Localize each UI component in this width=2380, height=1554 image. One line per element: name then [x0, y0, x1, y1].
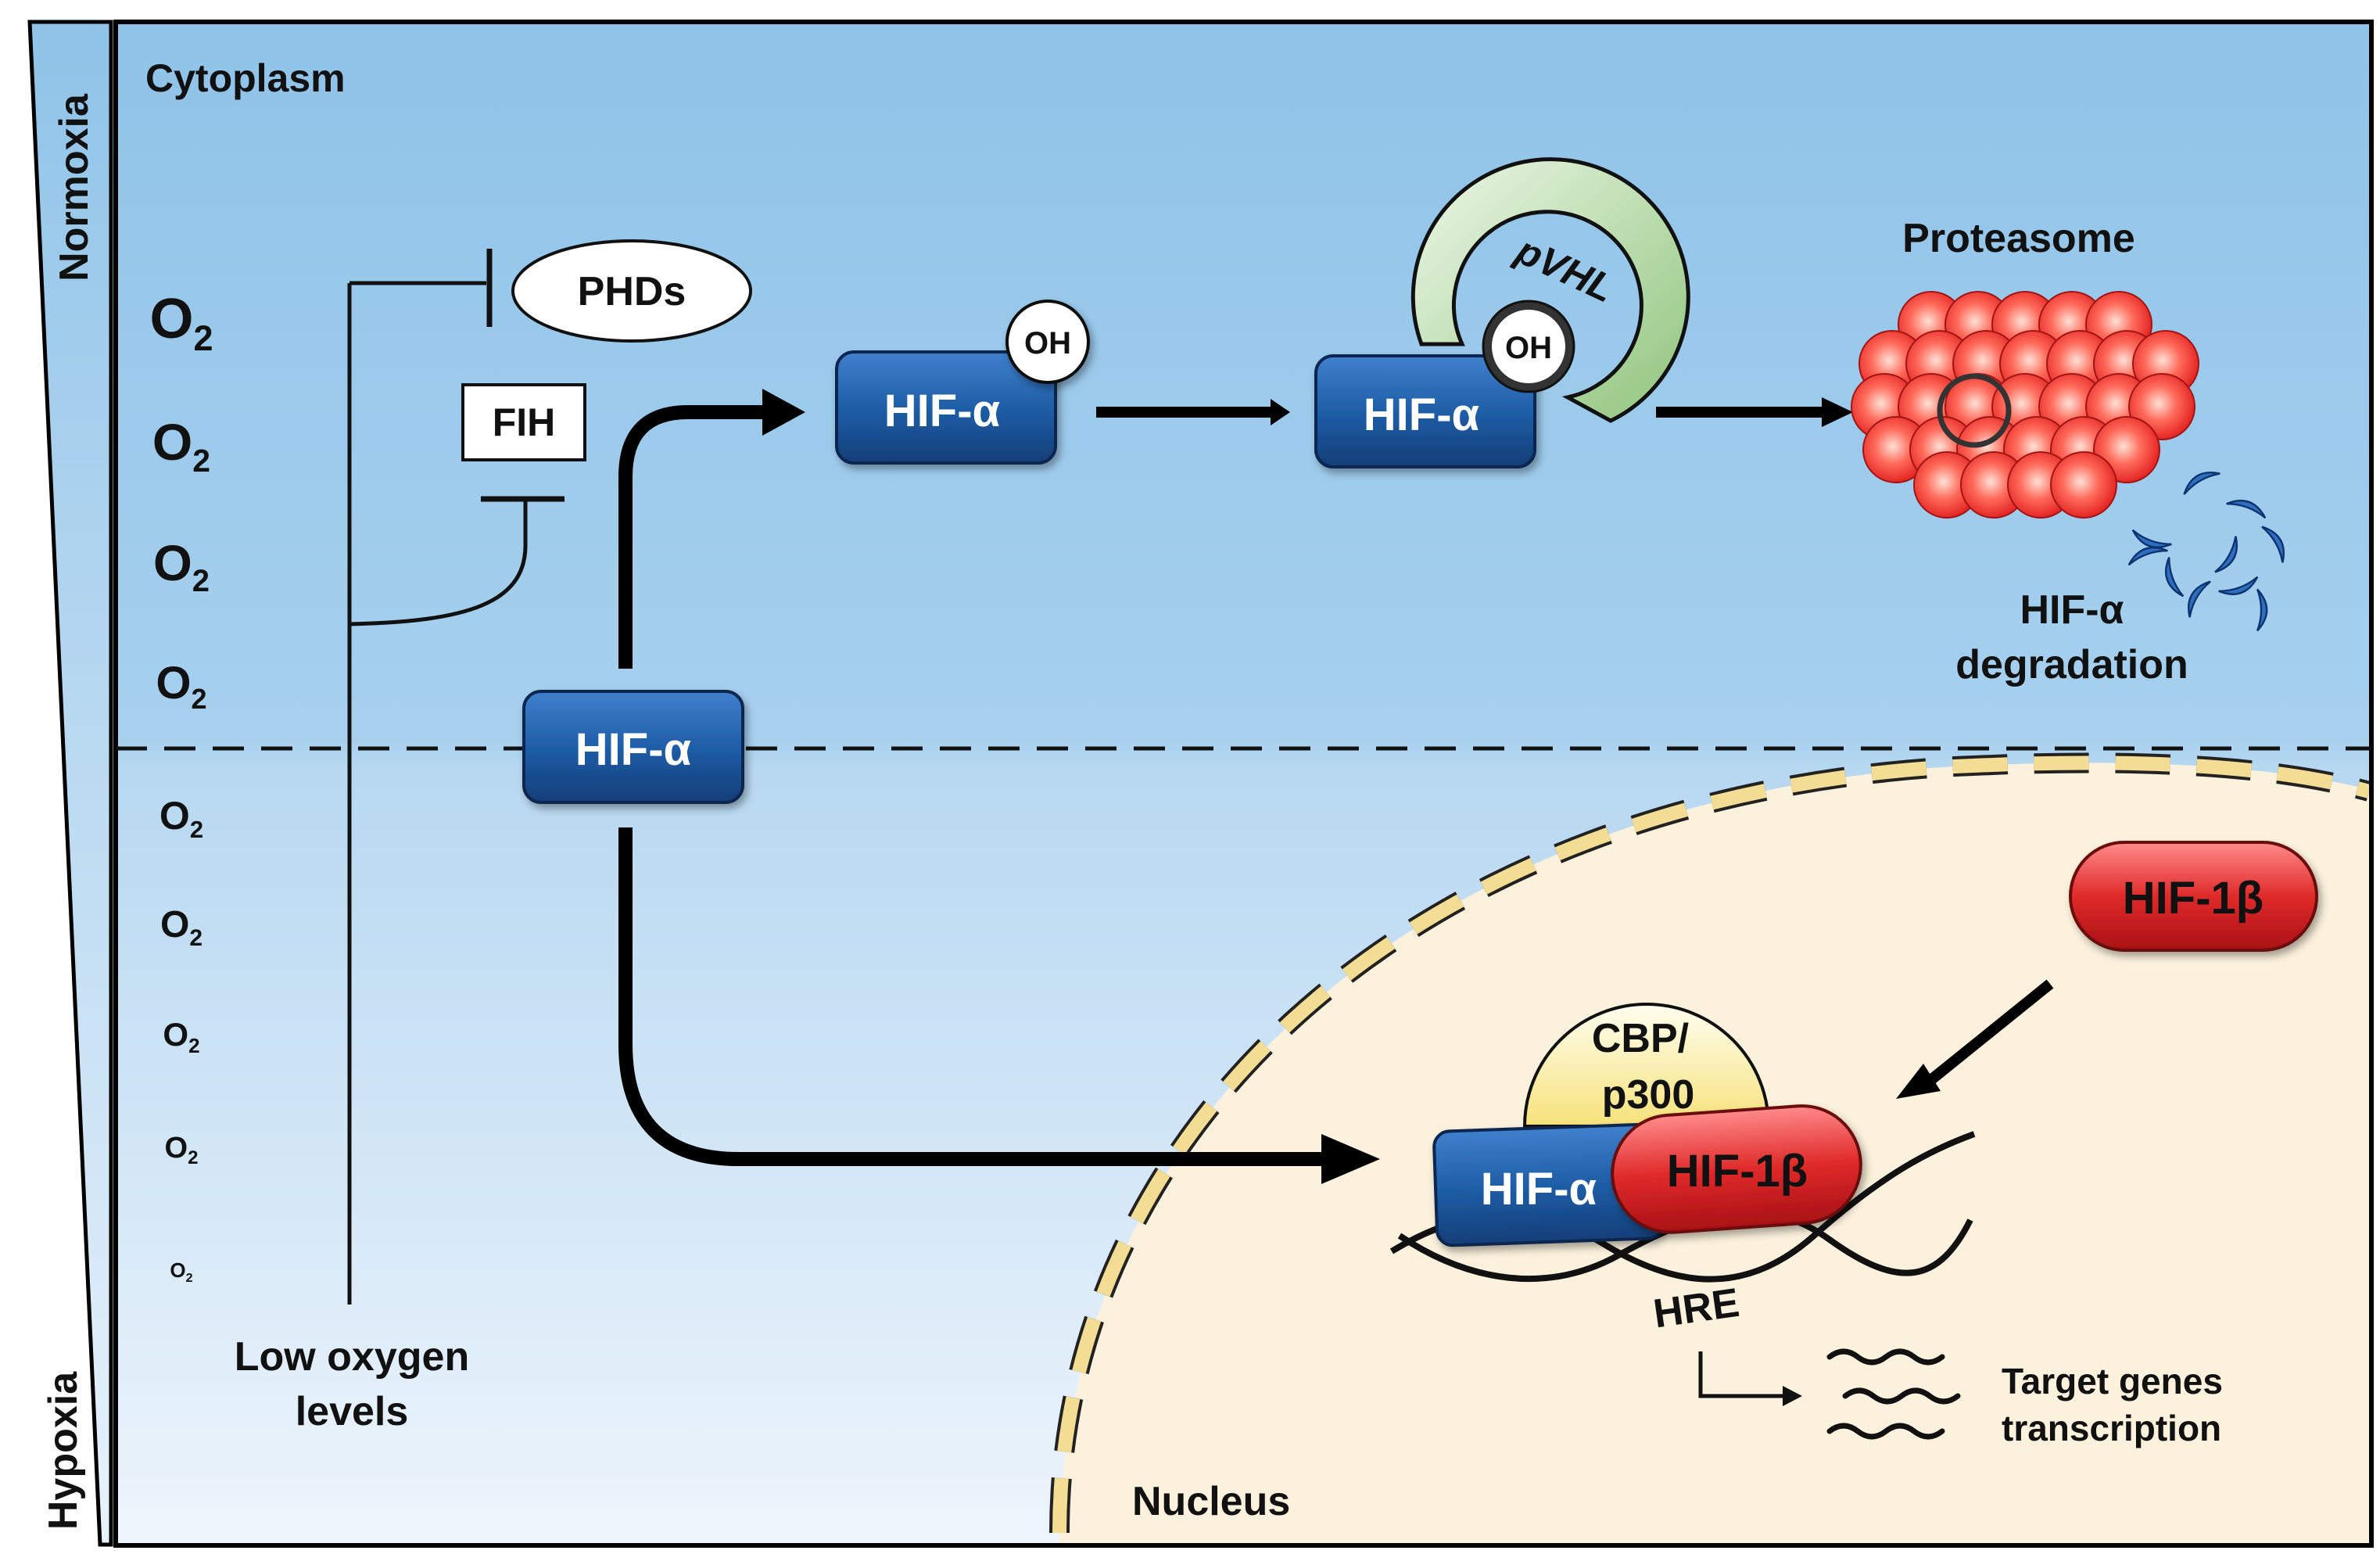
proteasome-pore	[1937, 373, 2012, 448]
fih-label: FIH	[493, 400, 556, 444]
o2-label: O2	[170, 1258, 192, 1285]
pvhl-protein	[1410, 157, 1690, 423]
hif-alpha-fragment	[2256, 588, 2268, 632]
o2-label: O2	[165, 1132, 199, 1168]
hif-alpha-dna-bound-label: HIF-α	[1481, 1164, 1597, 1215]
cbp-label-line2: p300	[1602, 1072, 1695, 1118]
hif-alpha-center-label: HIF-α	[575, 724, 692, 775]
o2-label: O2	[163, 1016, 199, 1057]
hif-1beta-dna-bound-label: HIF-1β	[1667, 1146, 1808, 1197]
fih-enzyme: FIH	[461, 383, 586, 461]
hif-alpha-fragment	[2218, 576, 2259, 595]
normoxia-label: Normoxia	[52, 93, 97, 282]
hif-alpha-fragment	[2214, 536, 2238, 573]
proteasome-label: Proteasome	[1902, 216, 2135, 261]
hif-alpha-center	[522, 690, 744, 804]
hif-alpha-fragment	[2127, 547, 2168, 566]
hif-alpha-hydroxylated-label: HIF-α	[884, 386, 1001, 436]
transcription-arrow	[1698, 1351, 1785, 1398]
o2-label: O2	[153, 535, 210, 598]
target-genes-line2: transcription	[2002, 1408, 2221, 1448]
cbp-label-line1: CBP/	[1592, 1016, 1689, 1061]
inhibition-lines	[347, 249, 565, 1305]
oh-group-2	[1492, 310, 1565, 383]
phds-label: PHDs	[578, 269, 686, 314]
nucleus-label: Nucleus	[1132, 1479, 1290, 1524]
o2-label: O2	[160, 904, 203, 951]
mrna-transcripts	[1826, 1348, 1961, 1440]
cytoplasm-label: Cytoplasm	[145, 56, 346, 100]
low-oxygen-label-line1: Low oxygen	[235, 1334, 469, 1380]
o2-label: O2	[152, 413, 210, 479]
pathway-arrows	[618, 405, 2054, 1166]
proteasome	[1851, 291, 2199, 519]
hif-alpha-fragment	[2188, 580, 2211, 618]
cbp-p300-coactivator	[1522, 1003, 1771, 1128]
hif-alpha-fragment	[2261, 526, 2285, 563]
phds-enzyme: PHDs	[511, 239, 752, 343]
hypoxia-label: Hypoxia	[41, 1371, 86, 1530]
proteasome-subunit	[2050, 451, 2117, 519]
hif-alpha-pvhl-bound-label: HIF-α	[1364, 389, 1480, 440]
o2-label: O2	[156, 658, 206, 715]
arrowheads	[762, 389, 1941, 1184]
oxygen-gradient-wedge: Normoxia Hypoxia	[27, 20, 113, 1547]
o2-label: O2	[149, 288, 213, 358]
panel-border	[113, 20, 2374, 1548]
hif-1beta-dna-bound	[1611, 1104, 1862, 1234]
o2-label: O2	[160, 794, 203, 843]
oh-group-1	[1005, 300, 1090, 384]
oh-label-1: OH	[1024, 326, 1071, 361]
hif-alpha-fragment	[2183, 472, 2220, 495]
transcription-arrowhead	[1783, 1386, 1802, 1406]
oh-label-2: OH	[1505, 331, 1552, 365]
hif-alpha-fragments	[2127, 472, 2285, 632]
hif-1beta-free-label: HIF-1β	[2123, 873, 2264, 924]
hif-alpha-fragment	[2165, 557, 2185, 598]
hif-alpha-pvhl-bound	[1314, 354, 1536, 468]
hif-alpha-fragment	[2226, 500, 2267, 519]
nuclear-envelope-fill	[1052, 755, 2371, 1534]
degradation-label-line1: HIF-α	[2020, 587, 2124, 633]
hif-alpha-hydroxylated	[835, 350, 1057, 465]
hif-1beta-free	[2069, 841, 2318, 952]
degradation-label-line2: degradation	[1955, 642, 2188, 687]
low-oxygen-label-line2: levels	[296, 1389, 409, 1434]
target-genes-line1: Target genes	[2002, 1361, 2223, 1401]
